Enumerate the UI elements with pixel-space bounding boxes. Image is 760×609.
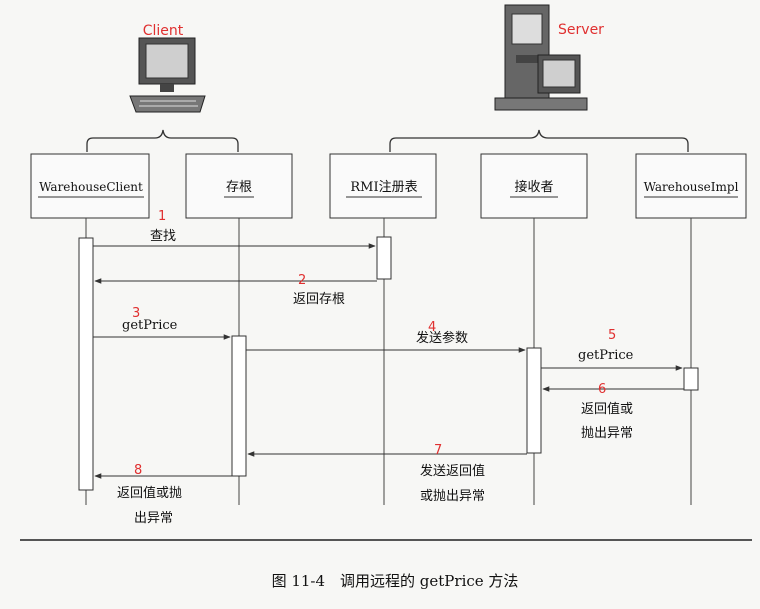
object-rmi-registry: RMI注册表 — [329, 153, 437, 219]
message-2-number: 2 — [298, 273, 306, 288]
stub-label: 存根 — [226, 180, 252, 195]
receiver-label: 接收者 — [514, 179, 553, 195]
message-6-number: 6 — [598, 382, 606, 397]
object-warehouse-client: WarehouseClient — [30, 153, 150, 219]
activation-rmi-registry — [376, 236, 392, 280]
activation-warehouse-client — [78, 237, 94, 491]
message-7-label-line1: 发送返回值 — [420, 463, 485, 479]
message-4-number: 4 — [428, 320, 436, 335]
figure-caption: 图 11-4 调用远程的 getPrice 方法 — [272, 572, 519, 590]
message-2-label: 返回存根 — [293, 292, 345, 307]
warehouse-impl-label: WarehouseImpl — [644, 180, 739, 194]
activation-stub — [231, 335, 247, 477]
message-6-label-line1: 返回值或 — [581, 401, 633, 417]
message-7-label-line2: 或抛出异常 — [420, 489, 485, 504]
object-warehouse-impl: WarehouseImpl — [635, 153, 747, 219]
message-1-number: 1 — [158, 209, 166, 224]
warehouse-client-label: WarehouseClient — [39, 180, 143, 194]
object-stub: 存根 — [185, 153, 293, 219]
message-6-label-line2: 抛出异常 — [581, 426, 633, 441]
message-1-label: 查找 — [150, 229, 176, 244]
message-4-label: 发送参数 — [416, 330, 468, 346]
message-7-number: 7 — [434, 443, 442, 458]
object-receiver: 接收者 — [480, 153, 588, 219]
rmi-registry-label: RMI注册表 — [350, 180, 417, 195]
activation-receiver — [526, 347, 542, 454]
message-3-label: getPrice — [122, 318, 178, 333]
server-computer-icon — [494, 4, 588, 111]
server-group-label: Server — [558, 22, 604, 38]
message-8-label-line2: 出异常 — [134, 511, 173, 526]
message-8-number: 8 — [134, 463, 142, 478]
server-group-brace — [389, 129, 689, 152]
activation-warehouse-impl — [683, 367, 699, 391]
message-5-number: 5 — [608, 328, 616, 343]
client-computer-icon — [129, 37, 206, 113]
message-3-number: 3 — [132, 306, 140, 321]
message-8-label-line1: 返回值或抛 — [117, 485, 182, 501]
client-group-label: Client — [143, 23, 184, 39]
message-5-label: getPrice — [578, 348, 634, 363]
client-group-brace — [86, 129, 239, 152]
